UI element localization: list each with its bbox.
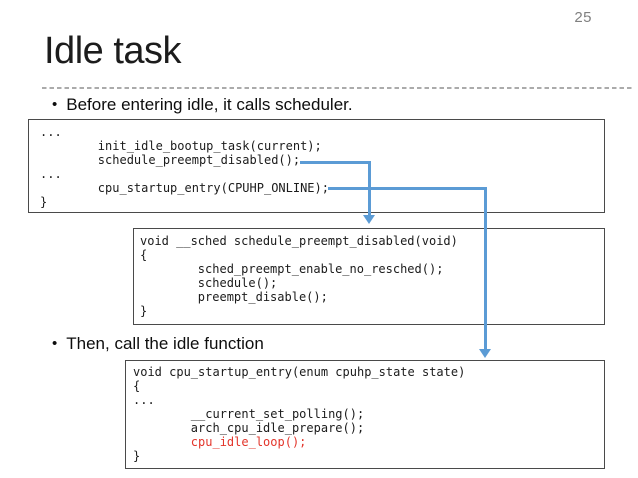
arrow-to-schedule-horizontal-segment [300,161,371,164]
title-divider-dashed-line [42,87,633,89]
arrow-to-cpu-startup-vertical-segment [484,187,487,350]
code-line: schedule_preempt_disabled(); [40,153,301,167]
code-line: sched_preempt_enable_no_resched(); [140,262,444,276]
bullet-item-before-idle: • Before entering idle, it calls schedul… [52,95,353,115]
code-block-bootup: ... init_idle_bootup_task(current); sche… [28,119,605,213]
bullet-dot: • [52,335,58,352]
code-line: void cpu_startup_entry(enum cpuhp_state … [133,365,466,379]
code-line: } [40,195,48,209]
bullet-item-idle-function: • Then, call the idle function [52,334,264,354]
arrow-to-cpu-startup-horizontal-segment [328,187,487,190]
bullet-dot: • [52,96,58,113]
code-block-schedule-preempt-disabled: void __sched schedule_preempt_disabled(v… [133,228,605,325]
code-line-highlighted-red: cpu_idle_loop(); [133,435,307,449]
page-number: 25 [574,9,592,26]
code-line: { [133,379,141,393]
bullet-text: Before entering idle, it calls scheduler… [66,95,353,114]
code-line: __current_set_polling(); [133,407,365,421]
code-line: cpu_startup_entry(CPUHP_ONLINE); [40,181,329,195]
code-line: init_idle_bootup_task(current); [40,139,322,153]
arrow-down-icon [363,215,375,224]
code-block-cpu-startup-entry: void cpu_startup_entry(enum cpuhp_state … [125,360,605,469]
bullet-text: Then, call the idle function [66,334,264,353]
code-line: } [133,449,141,463]
code-line: } [140,304,148,318]
code-line: schedule(); [140,276,278,290]
code-line: void __sched schedule_preempt_disabled(v… [140,234,458,248]
code-line: preempt_disable(); [140,290,328,304]
code-line: ... [40,125,62,139]
code-line: { [140,248,148,262]
arrow-down-icon [479,349,491,358]
slide-title: Idle task [44,30,182,72]
code-line: ... [40,167,62,181]
code-line: arch_cpu_idle_prepare(); [133,421,365,435]
code-line: ... [133,393,155,407]
